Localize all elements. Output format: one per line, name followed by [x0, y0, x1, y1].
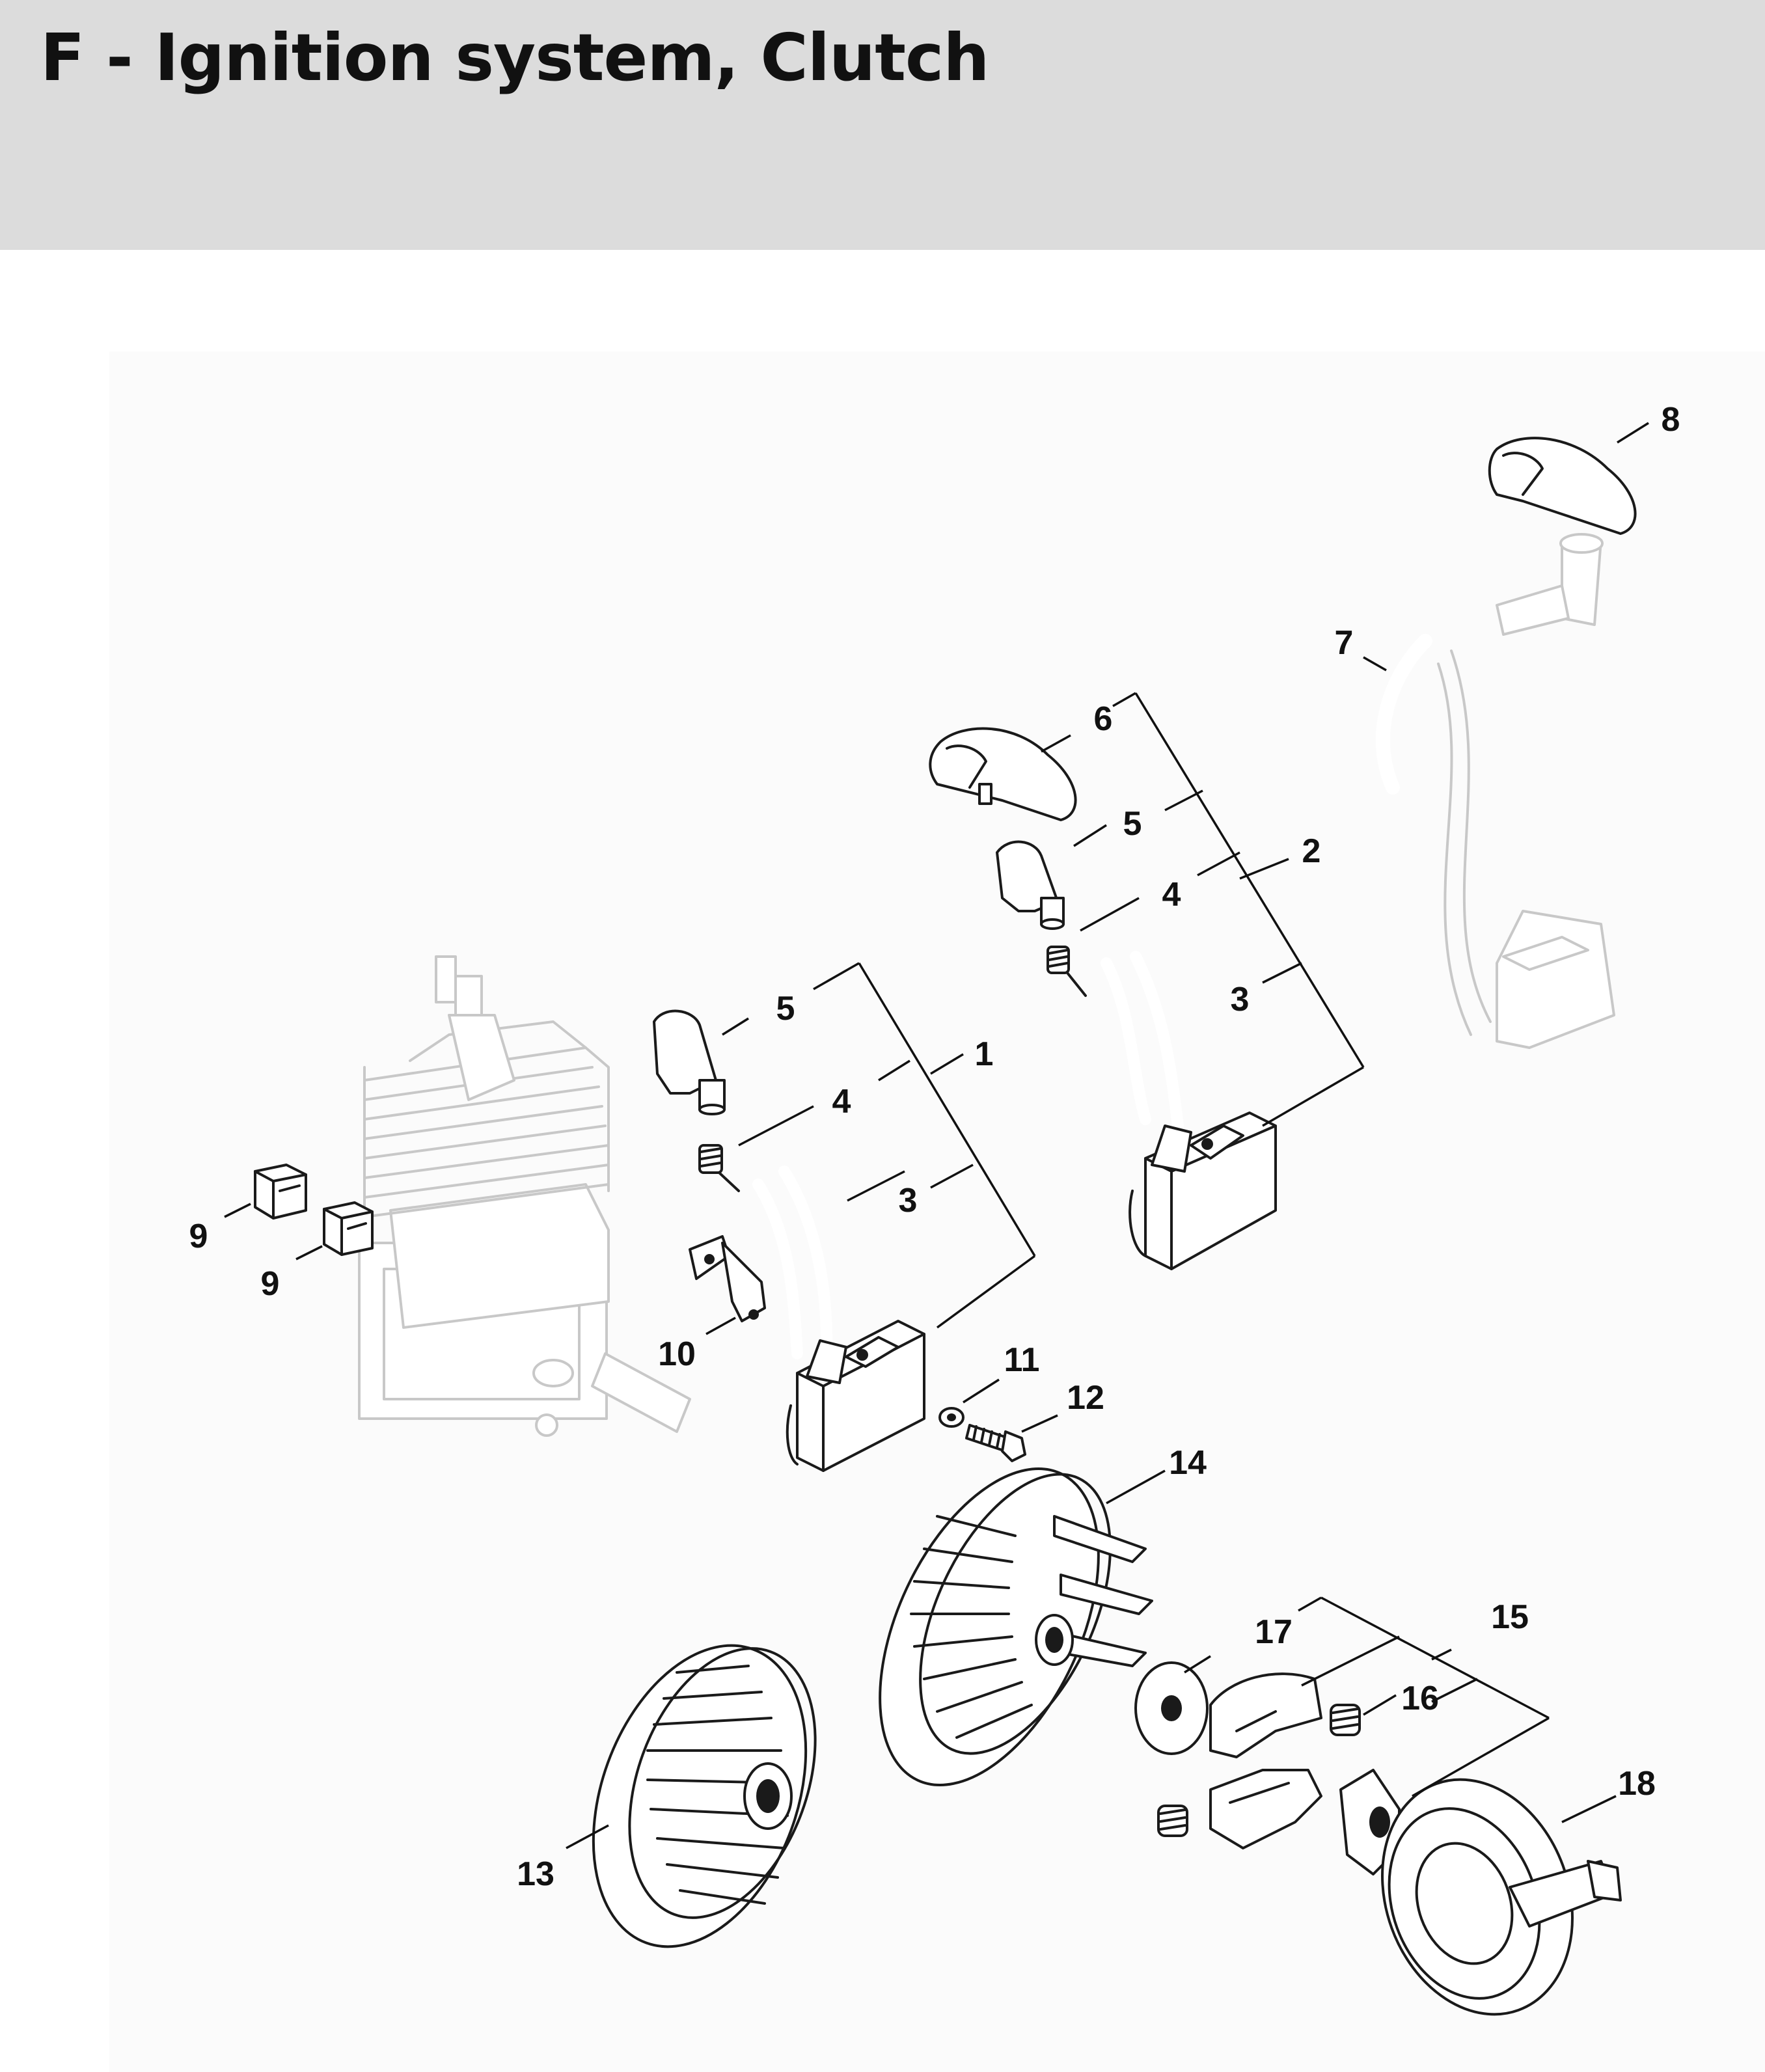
washer-17 — [1134, 1661, 1209, 1755]
callout-7: 7 — [1335, 624, 1354, 662]
callout-11: 11 — [1004, 1341, 1040, 1379]
callout-10: 10 — [658, 1335, 696, 1373]
ignition-coil-1 — [752, 1166, 925, 1472]
page-title: F - Ignition system, Clutch — [40, 20, 989, 96]
callout-15: 15 — [1491, 1598, 1529, 1636]
callout-6: 6 — [1094, 700, 1113, 738]
clip-9-upper — [254, 1164, 307, 1220]
callout-3-left: 3 — [899, 1182, 918, 1220]
callout-labels: 1 2 3 3 4 4 5 5 6 7 8 9 9 10 11 12 13 14… — [189, 401, 1680, 1893]
callout-17: 17 — [1255, 1613, 1293, 1651]
clutch-15 — [1209, 1672, 1401, 1875]
callout-4-left: 4 — [832, 1083, 851, 1121]
spark-plug-boot-6 — [929, 727, 1077, 821]
clip-9-lower — [323, 1201, 374, 1256]
callout-3-right: 3 — [1231, 981, 1250, 1018]
group-bracket-1 — [813, 962, 1036, 1329]
callout-18: 18 — [1618, 1765, 1656, 1803]
callout-12: 12 — [1067, 1379, 1104, 1417]
bracket-10 — [689, 1235, 766, 1322]
screw-12 — [965, 1424, 1026, 1462]
callout-5-right: 5 — [1123, 805, 1142, 843]
header-bar: F - Ignition system, Clutch — [0, 0, 1765, 250]
callout-4-right: 4 — [1162, 876, 1181, 914]
spring-4-left — [698, 1144, 740, 1192]
connector-5-left — [653, 1009, 726, 1115]
spring-4-right — [1047, 946, 1087, 997]
callout-2: 2 — [1302, 832, 1321, 870]
callout-14: 14 — [1169, 1444, 1207, 1482]
ignition-coil-2 — [1101, 951, 1277, 1270]
washer-11 — [938, 1407, 965, 1428]
callout-13: 13 — [517, 1855, 554, 1893]
connector-5-right — [996, 840, 1065, 930]
callout-1: 1 — [975, 1035, 994, 1073]
callout-16: 16 — [1401, 1680, 1439, 1717]
spring-16 — [1157, 1704, 1361, 1837]
callout-5-left: 5 — [776, 990, 795, 1028]
callout-9-upper: 9 — [189, 1218, 208, 1255]
flywheel-14 — [879, 1467, 1153, 1786]
group-bracket-2 — [1112, 692, 1365, 1127]
clutch-drum-18 — [1381, 1778, 1622, 2016]
group-bracket-15 — [1298, 1596, 1550, 1797]
spark-plug-boot-8 — [1488, 437, 1637, 535]
engine-block-ghost — [358, 955, 691, 1437]
ignition-coil-ghost — [1437, 533, 1615, 1049]
callout-9-lower: 9 — [261, 1265, 280, 1303]
leader-lines — [224, 422, 1649, 1849]
fan-wheel-13 — [592, 1644, 817, 1948]
callout-8: 8 — [1662, 401, 1680, 439]
hose-7 — [1375, 634, 1432, 795]
